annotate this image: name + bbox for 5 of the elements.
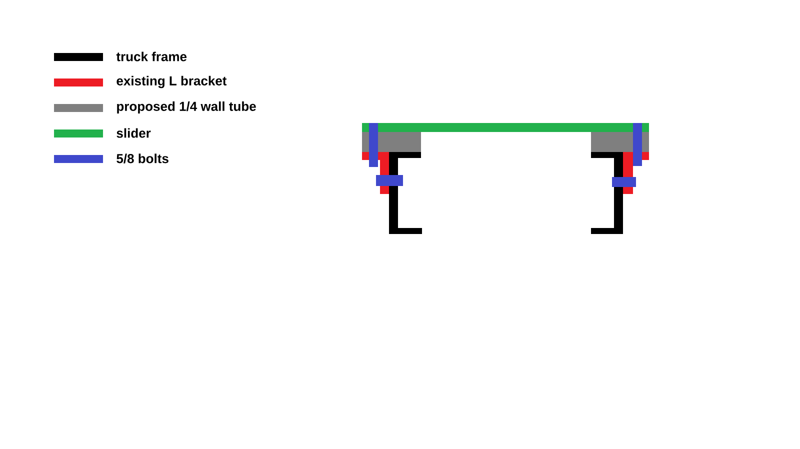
legend-label: proposed 1/4 wall tube (117, 101, 256, 114)
legend-label: slider (116, 128, 151, 138)
legend-label: truck frame (116, 52, 187, 62)
legend-label: 5/8 bolts (116, 154, 168, 164)
legend-label: existing L bracket (116, 76, 227, 88)
